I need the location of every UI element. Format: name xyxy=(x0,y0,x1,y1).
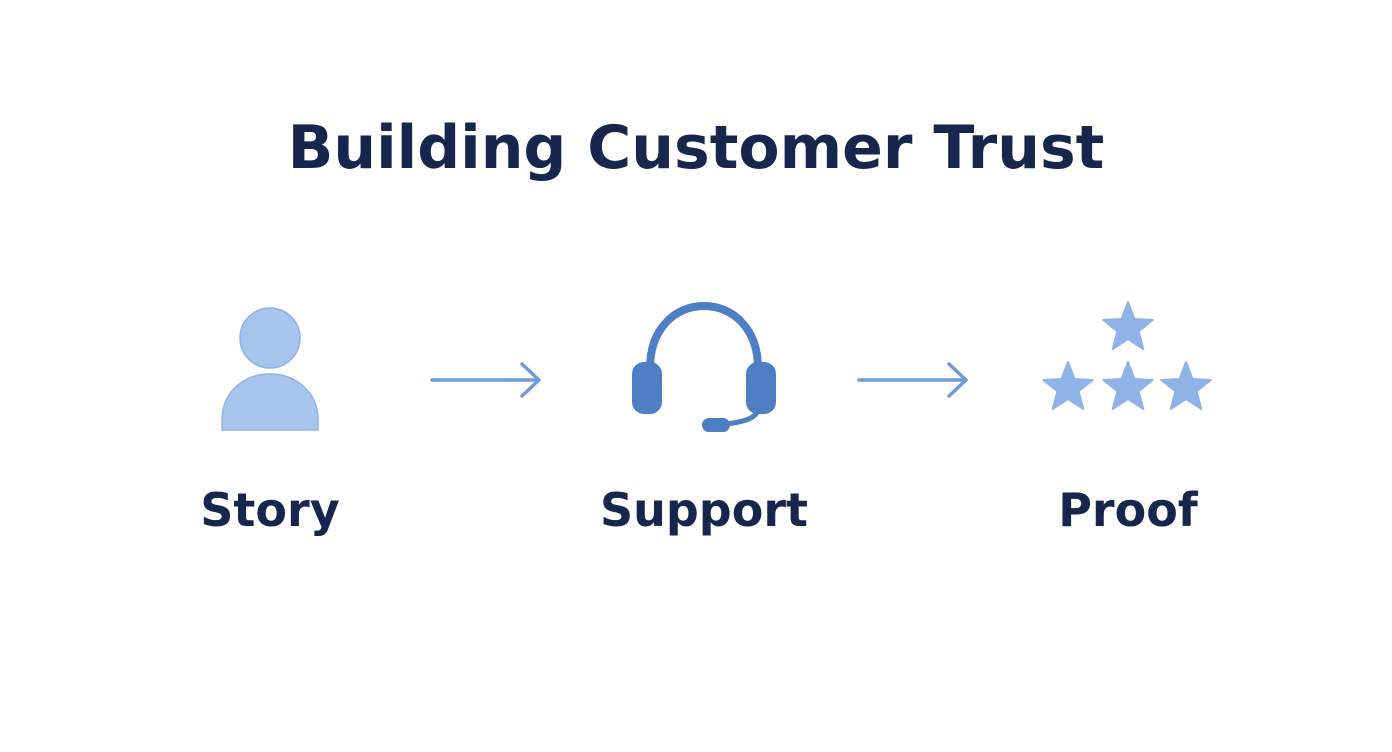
diagram-title: Building Customer Trust xyxy=(287,113,1105,183)
arrow-right-icon xyxy=(430,362,541,398)
arrow-right-icon xyxy=(857,362,968,398)
step-label-story: Story xyxy=(200,483,340,537)
star-icon xyxy=(1160,361,1212,410)
star-icon xyxy=(1042,361,1094,410)
step-label-proof: Proof xyxy=(1058,483,1198,537)
person-icon xyxy=(221,307,319,431)
step-label-support: Support xyxy=(599,483,808,537)
star-icon xyxy=(1102,361,1154,410)
star-icon xyxy=(1102,301,1154,350)
stars-icon xyxy=(1042,301,1212,410)
headset-icon xyxy=(632,301,776,432)
